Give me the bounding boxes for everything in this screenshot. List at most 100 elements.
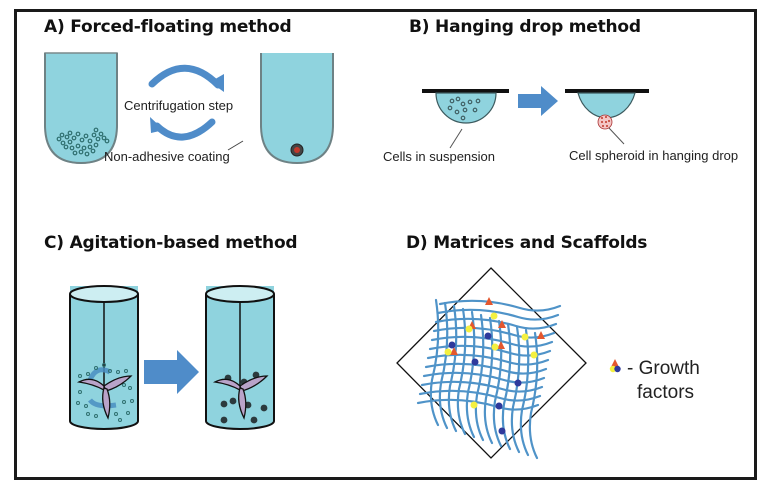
cell xyxy=(130,399,134,403)
impeller-left xyxy=(76,375,133,420)
cell xyxy=(475,98,481,104)
cell xyxy=(78,390,82,394)
cell xyxy=(75,143,81,149)
cells-in-suspension-label: Cells in suspension xyxy=(383,149,496,164)
cell xyxy=(63,144,69,150)
cell xyxy=(462,107,468,113)
growth-factors xyxy=(444,297,545,435)
cell xyxy=(75,131,81,137)
arrow-right-c xyxy=(144,350,199,394)
cell xyxy=(126,411,130,415)
cell xyxy=(108,369,112,373)
cell xyxy=(83,133,89,139)
growth-factor-yellow xyxy=(444,348,452,356)
panel-b-title: B) Hanging drop method xyxy=(409,17,641,37)
growth-factor-yellow xyxy=(530,351,538,359)
cell xyxy=(69,145,75,151)
drop-right xyxy=(577,92,636,119)
cell xyxy=(56,136,62,142)
fiber xyxy=(456,307,467,436)
growth-factors-label-line2: factors xyxy=(637,382,695,403)
cell xyxy=(128,386,132,390)
cell xyxy=(67,130,73,136)
fiber xyxy=(422,371,546,384)
fiber xyxy=(430,335,554,348)
spheroid xyxy=(220,416,228,424)
cell xyxy=(94,366,98,370)
cell xyxy=(122,383,126,387)
suspended-cells xyxy=(56,127,110,157)
cell xyxy=(449,98,455,104)
cell xyxy=(59,132,65,138)
fiber xyxy=(510,325,521,454)
growth-factor-blue xyxy=(514,379,522,387)
cell xyxy=(122,400,126,404)
spheroid-cell xyxy=(602,125,604,127)
cell xyxy=(116,370,120,374)
fiber xyxy=(438,299,562,312)
cell-spheroid xyxy=(597,114,613,130)
cell xyxy=(102,363,106,367)
cell xyxy=(118,418,122,422)
fiber xyxy=(420,380,544,393)
cell xyxy=(95,136,101,142)
centrifugation-step-label: Centrifugation step xyxy=(124,98,234,113)
cell xyxy=(93,127,99,133)
cell xyxy=(460,115,466,121)
centrifugation-cycle-arrows xyxy=(148,64,224,141)
scaffold-fibers xyxy=(416,298,562,460)
fiber xyxy=(474,313,485,442)
arrow-right-b xyxy=(518,86,558,116)
spheroid-cell xyxy=(605,116,607,118)
cell xyxy=(455,96,461,102)
cell xyxy=(71,135,77,141)
cell xyxy=(467,99,473,105)
growth-factor-yellow xyxy=(521,333,529,341)
growth-factor-legend-icon xyxy=(609,359,621,373)
cell xyxy=(93,142,99,148)
growth-factor-blue xyxy=(471,358,479,366)
arrow-bottom-head xyxy=(150,117,164,133)
fiber xyxy=(436,308,560,321)
tube-before xyxy=(44,52,118,165)
spheroid xyxy=(260,404,268,412)
growth-factor-yellow xyxy=(490,312,498,320)
fiber xyxy=(424,362,548,375)
spheroid xyxy=(229,397,237,405)
cell xyxy=(76,401,80,405)
growth-factor-yellow xyxy=(465,325,473,333)
arrow-top-head xyxy=(210,74,224,92)
growth-factor-triangle xyxy=(537,331,545,339)
panel-d-title: D) Matrices and Scaffolds xyxy=(406,233,648,253)
cell xyxy=(472,107,478,113)
cell-spheroid-label: Cell spheroid in hanging drop xyxy=(569,148,739,163)
spheroid xyxy=(220,400,228,408)
growth-factor-blue xyxy=(484,332,492,340)
cell xyxy=(78,374,82,378)
cell xyxy=(104,138,110,144)
non-adhesive-coating-label: Non-adhesive coating xyxy=(104,149,230,164)
panel-c-title: C) Agitation-based method xyxy=(44,233,298,253)
cell xyxy=(81,145,87,151)
growth-factor-blue xyxy=(448,341,456,349)
cell xyxy=(91,132,97,138)
cell xyxy=(84,404,88,408)
cell xyxy=(67,139,73,145)
panel-a-title: A) Forced-floating method xyxy=(44,17,292,37)
coating-pointer-line xyxy=(227,140,244,151)
cell xyxy=(78,149,84,155)
growth-factor-triangle xyxy=(497,341,505,349)
cell xyxy=(64,134,70,140)
cell xyxy=(124,369,128,373)
growth-factor-triangle xyxy=(485,297,493,305)
suspension-pointer xyxy=(449,128,463,149)
growth-factor-yellow xyxy=(491,343,499,351)
growth-factors-label-line1: - Growth xyxy=(627,358,700,379)
bioreactor-cells xyxy=(76,363,134,422)
cell xyxy=(98,131,104,137)
cell xyxy=(114,412,118,416)
growth-factor-blue xyxy=(495,402,503,410)
cell xyxy=(94,414,98,418)
arrow-bottom xyxy=(153,118,216,141)
